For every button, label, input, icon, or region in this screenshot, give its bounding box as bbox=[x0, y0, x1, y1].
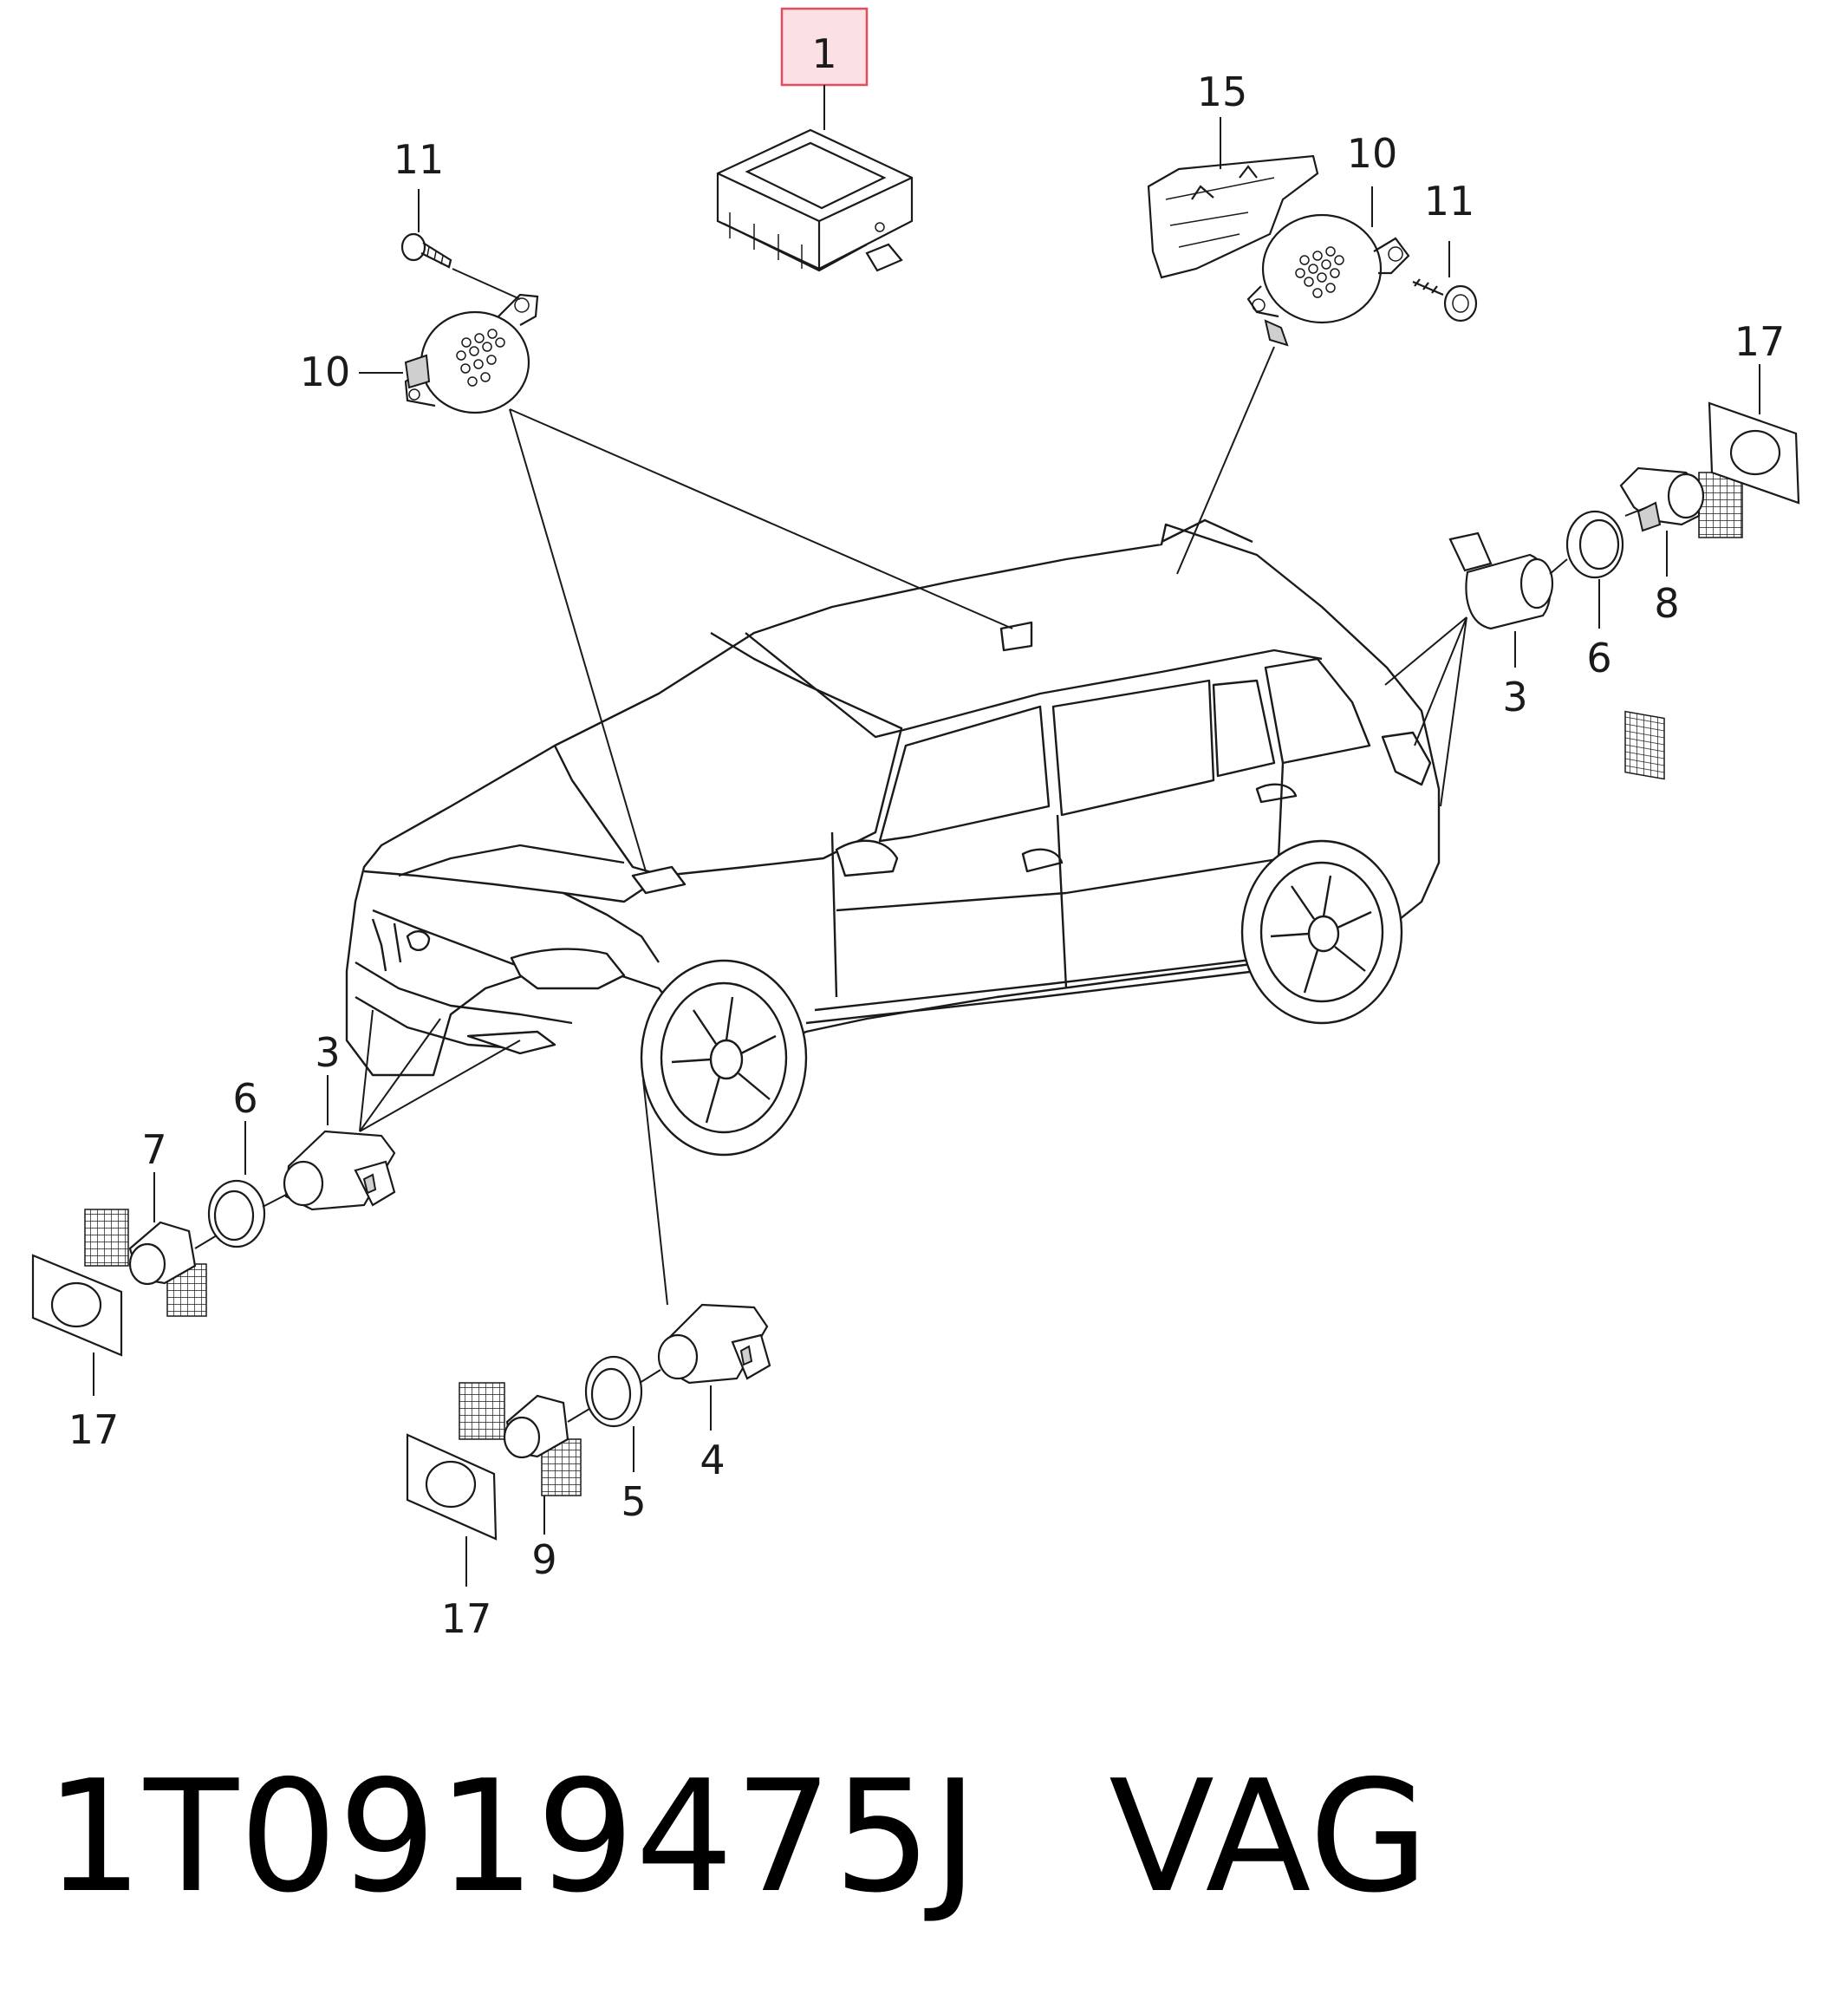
callout-labels: 1 15 10 11 11 10 17 8 6 3 3 6 7 17 4 5 9… bbox=[68, 30, 1786, 1642]
callout-6-right: 6 bbox=[1586, 635, 1611, 681]
callout-17-right: 17 bbox=[1734, 318, 1786, 365]
bracket-part-15[interactable] bbox=[1147, 117, 1319, 279]
ring-part-6-left[interactable] bbox=[207, 1121, 287, 1248]
callout-1: 1 bbox=[811, 30, 836, 77]
cover-part-17-bottom[interactable] bbox=[406, 1433, 498, 1587]
callout-17-bottom: 17 bbox=[441, 1595, 492, 1642]
callout-11-left: 11 bbox=[394, 136, 445, 183]
rear-wheel bbox=[1240, 839, 1403, 1025]
callout-6-left: 6 bbox=[232, 1075, 257, 1122]
part-number-footer: 1T0919475J VAG bbox=[45, 1747, 1429, 1926]
callout-8: 8 bbox=[1654, 580, 1679, 627]
ring-part-5[interactable] bbox=[584, 1355, 661, 1472]
cover-part-17-left[interactable] bbox=[31, 1254, 123, 1396]
sensor-part-4[interactable] bbox=[657, 1303, 771, 1431]
ring-part-6-right[interactable] bbox=[1549, 510, 1624, 629]
cover-part-17-right[interactable] bbox=[1708, 364, 1800, 505]
callout-7: 7 bbox=[141, 1126, 166, 1173]
car-outline bbox=[345, 518, 1441, 1077]
brand-name: VAG bbox=[1109, 1747, 1430, 1926]
holder-part-7[interactable] bbox=[84, 1172, 218, 1317]
callout-17-left: 17 bbox=[68, 1406, 120, 1453]
callout-15: 15 bbox=[1197, 68, 1248, 115]
screw-part-11-right[interactable] bbox=[1412, 241, 1478, 323]
part-number: 1T0919475J bbox=[45, 1747, 979, 1926]
callout-3-left: 3 bbox=[315, 1029, 340, 1076]
callout-10-left: 10 bbox=[300, 349, 351, 395]
front-wheel bbox=[640, 959, 808, 1157]
control-unit-part-1[interactable] bbox=[716, 85, 914, 272]
speaker-part-10-left[interactable] bbox=[359, 293, 539, 414]
callout-5: 5 bbox=[621, 1478, 646, 1525]
callout-11-right: 11 bbox=[1424, 178, 1475, 225]
sensor-part-3-right[interactable] bbox=[1448, 531, 1554, 668]
callout-9: 9 bbox=[531, 1536, 556, 1583]
highlight-box-part-1 bbox=[780, 7, 869, 87]
callout-3-right: 3 bbox=[1502, 674, 1527, 720]
callout-4: 4 bbox=[700, 1437, 725, 1483]
holder-part-9[interactable] bbox=[459, 1382, 590, 1535]
sensor-part-3-left[interactable] bbox=[283, 1075, 396, 1211]
leader-lines bbox=[359, 346, 1467, 1306]
callout-10-right: 10 bbox=[1347, 130, 1398, 177]
holder-part-8[interactable] bbox=[1619, 466, 1743, 780]
screw-part-11-left[interactable] bbox=[400, 189, 521, 300]
speaker-part-10-right[interactable] bbox=[1246, 186, 1410, 347]
